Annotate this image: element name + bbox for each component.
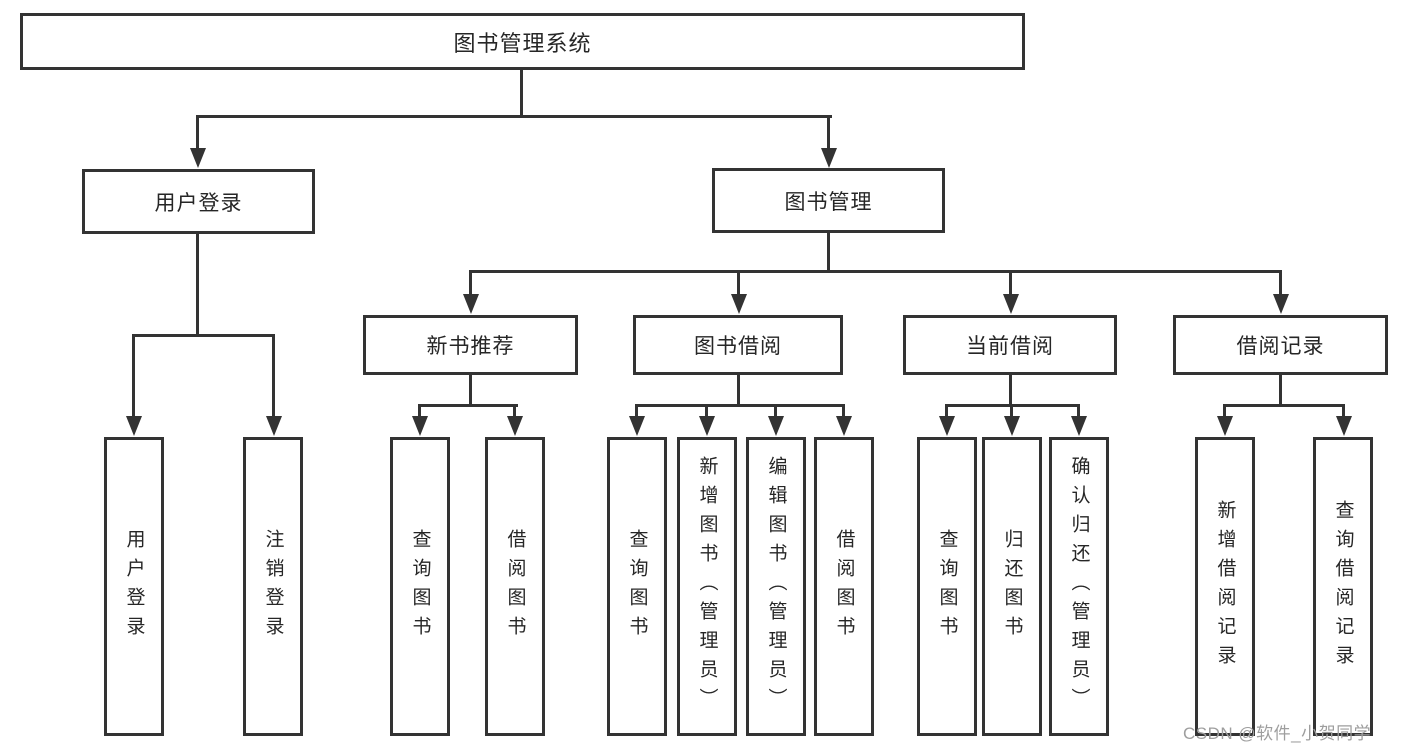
node-label: 借阅图书	[504, 528, 526, 645]
arrowhead-icon	[507, 416, 523, 436]
connector-line	[132, 334, 135, 418]
connector-line	[513, 404, 516, 418]
connector-line	[635, 404, 638, 418]
connector-line	[1223, 404, 1226, 418]
connector-line	[1077, 404, 1080, 418]
connector-line	[827, 115, 830, 150]
connector-line	[1279, 375, 1282, 407]
node-label: 图书管理系统	[453, 30, 592, 56]
connector-line	[1279, 270, 1282, 296]
connector-line	[737, 270, 740, 296]
node-user-login-module: 用户登录	[82, 169, 315, 234]
arrowhead-icon	[629, 416, 645, 436]
node-leaf-return-books: 归还图书	[982, 437, 1042, 736]
node-leaf-borrow-books-2: 借阅图书	[814, 437, 874, 736]
arrowhead-icon	[939, 416, 955, 436]
arrowhead-icon	[266, 416, 282, 436]
arrowhead-icon	[699, 416, 715, 436]
node-leaf-query-borrow-record: 查询借阅记录	[1313, 437, 1373, 736]
connector-line	[1010, 404, 1013, 418]
node-leaf-query-books-2: 查询图书	[607, 437, 667, 736]
connector-line	[196, 234, 199, 336]
node-leaf-borrow-books-1: 借阅图书	[485, 437, 545, 736]
connector-line	[774, 404, 777, 418]
connector-line	[196, 115, 199, 150]
arrowhead-icon	[836, 416, 852, 436]
arrowhead-icon	[1217, 416, 1233, 436]
node-leaf-confirm-return-admin: 确认归还（管理员）	[1049, 437, 1109, 736]
arrowhead-icon	[768, 416, 784, 436]
connector-line	[737, 375, 740, 407]
node-label: 当前借阅	[966, 335, 1054, 358]
connector-line	[1009, 270, 1012, 296]
node-label: 图书管理	[784, 190, 873, 214]
connector-line	[945, 404, 948, 418]
node-leaf-add-books-admin: 新增图书（管理员）	[677, 437, 737, 736]
node-book-management-module: 图书管理	[712, 168, 945, 233]
connector-line	[418, 404, 518, 407]
arrowhead-icon	[1003, 294, 1019, 314]
arrowhead-icon	[1336, 416, 1352, 436]
arrowhead-icon	[1071, 416, 1087, 436]
connector-line	[469, 270, 1282, 273]
node-new-book-recommend: 新书推荐	[363, 315, 578, 375]
connector-line	[418, 404, 421, 418]
node-leaf-user-login: 用户登录	[104, 437, 164, 736]
arrowhead-icon	[1004, 416, 1020, 436]
node-current-borrowing: 当前借阅	[903, 315, 1117, 375]
connector-line	[520, 70, 523, 117]
node-library-management-system: 图书管理系统	[20, 13, 1025, 70]
node-label: 查询图书	[626, 528, 648, 645]
node-borrowing-records: 借阅记录	[1173, 315, 1388, 375]
node-book-borrowing: 图书借阅	[633, 315, 843, 375]
connector-line	[827, 233, 830, 273]
node-label: 借阅图书	[833, 528, 855, 645]
node-label: 用户登录	[154, 191, 243, 215]
node-label: 新增图书（管理员）	[696, 456, 718, 717]
node-label: 注销登录	[262, 528, 284, 645]
node-label: 图书借阅	[694, 335, 782, 358]
arrowhead-icon	[463, 294, 479, 314]
connector-line	[705, 404, 708, 418]
connector-line	[1223, 404, 1344, 407]
csdn-watermark: CSDN @软件_小贺同学	[1183, 724, 1372, 743]
arrowhead-icon	[412, 416, 428, 436]
node-label: 借阅记录	[1236, 335, 1325, 358]
connector-line	[469, 375, 472, 407]
node-label: 确认归还（管理员）	[1068, 456, 1090, 717]
node-label: 编辑图书（管理员）	[765, 456, 787, 717]
connector-line	[272, 334, 275, 418]
arrowhead-icon	[731, 294, 747, 314]
connector-line	[196, 115, 832, 118]
connector-line	[469, 270, 472, 296]
node-leaf-query-books-1: 查询图书	[390, 437, 450, 736]
connector-line	[842, 404, 845, 418]
node-label: 查询借阅记录	[1332, 499, 1354, 674]
arrowhead-icon	[1273, 294, 1289, 314]
node-label: 用户登录	[123, 528, 145, 645]
connector-line	[1342, 404, 1345, 418]
node-leaf-query-books-3: 查询图书	[917, 437, 977, 736]
arrowhead-icon	[126, 416, 142, 436]
arrowhead-icon	[190, 148, 206, 168]
node-label: 归还图书	[1001, 528, 1023, 645]
node-label: 查询图书	[409, 528, 431, 645]
node-label: 查询图书	[936, 528, 958, 645]
arrowhead-icon	[821, 148, 837, 168]
node-leaf-edit-books-admin: 编辑图书（管理员）	[746, 437, 806, 736]
node-leaf-add-borrow-record: 新增借阅记录	[1195, 437, 1255, 736]
connector-line	[1009, 375, 1012, 407]
connector-line	[132, 334, 275, 337]
node-label: 新增借阅记录	[1214, 499, 1236, 674]
node-leaf-logout: 注销登录	[243, 437, 303, 736]
connector-line	[635, 404, 845, 407]
node-label: 新书推荐	[426, 335, 515, 358]
